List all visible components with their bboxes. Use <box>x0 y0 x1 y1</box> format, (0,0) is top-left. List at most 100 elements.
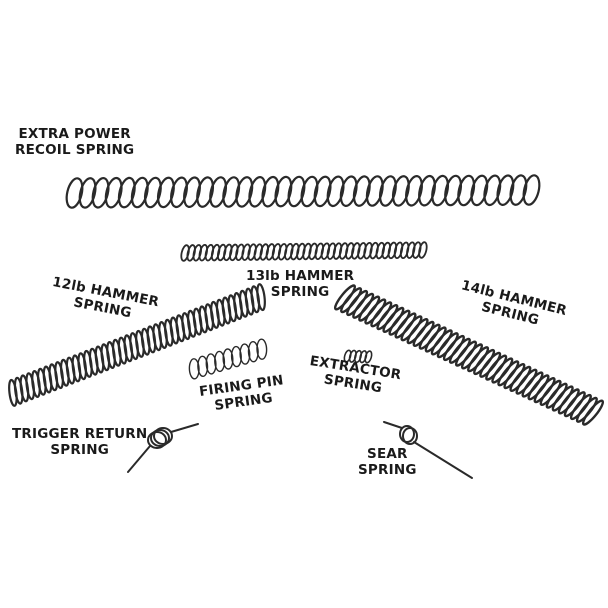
spring-coil <box>485 354 508 381</box>
spring-coil <box>521 371 544 398</box>
spring-coil <box>247 341 259 363</box>
spring-coil <box>256 283 266 312</box>
spring-coil <box>491 357 514 384</box>
spring-coil <box>509 365 532 393</box>
recoil-spring-label-line2: RECOIL SPRING <box>15 142 135 158</box>
spring-coil <box>261 175 280 208</box>
spring-coil <box>497 360 520 387</box>
spring-coil <box>569 393 592 421</box>
spring-coil <box>388 309 411 336</box>
spring-coil <box>581 399 605 426</box>
spring-coil <box>313 175 332 208</box>
spring-coil <box>326 175 345 208</box>
spring-coil <box>209 176 228 208</box>
spring-coil <box>214 350 226 373</box>
spring-coil <box>364 298 387 325</box>
recoil-spring-label-line1: EXTRA POWER <box>18 126 131 142</box>
spring-coil <box>431 174 450 207</box>
trigger-return-spring-image <box>127 423 199 473</box>
spring-coil <box>424 326 447 353</box>
spring-coil <box>503 362 526 390</box>
spring-coil <box>300 175 319 208</box>
spring-coil <box>382 306 405 334</box>
spring-coil <box>222 348 234 370</box>
spring-coil <box>78 177 97 209</box>
spring-coil <box>222 176 241 208</box>
extractor-spring-image <box>343 349 373 364</box>
spring-coil <box>239 343 251 365</box>
hammer-12lb-spring-image <box>8 283 266 407</box>
spring-coil <box>473 348 496 376</box>
spring-coil <box>197 355 209 377</box>
spring-coil <box>130 176 149 209</box>
spring-coil <box>563 391 586 418</box>
hammer-13lb-label: 13lb HAMMER SPRING <box>246 268 354 300</box>
recoil-spring-image <box>65 174 541 209</box>
spring-coil <box>406 317 429 345</box>
hammer-14lb-spring-image <box>333 284 605 426</box>
spring-coil <box>533 376 556 404</box>
spring-coil <box>442 334 465 362</box>
spring-coil <box>253 243 263 261</box>
spring-coil <box>527 374 550 401</box>
spring-coil <box>418 323 441 350</box>
spring-coil <box>345 242 355 260</box>
sear-label-line1: SEAR <box>367 446 408 462</box>
spring-coil <box>430 329 453 356</box>
spring-coil <box>454 340 478 367</box>
spring-coil <box>479 351 502 378</box>
sear-label-line2: SPRING <box>358 462 417 478</box>
spring-coil <box>364 350 373 364</box>
spring-coil <box>91 177 110 209</box>
spring-coil <box>376 303 399 331</box>
spring-coil <box>188 358 200 380</box>
spring-coil <box>509 174 528 206</box>
spring-coil <box>539 379 562 407</box>
spring-coil <box>235 176 254 208</box>
spring-coil <box>391 175 410 207</box>
spring-coil <box>104 176 123 209</box>
spring-coil <box>394 312 417 339</box>
spring-coil <box>436 332 459 359</box>
spring-coil <box>117 176 136 209</box>
spring-coil <box>448 337 471 364</box>
spring-coil <box>457 174 476 207</box>
spring-coil <box>496 174 515 206</box>
spring-coil <box>192 244 202 262</box>
firing-pin-spring-image <box>188 338 268 380</box>
spring-coil <box>418 241 428 259</box>
spring-coil <box>470 174 489 207</box>
spring-coil <box>183 176 201 208</box>
spring-coil <box>522 174 541 206</box>
trigger-return-label-line1: TRIGGER RETURN <box>12 426 148 442</box>
spring-coil <box>205 353 217 375</box>
spring-coil <box>358 295 381 322</box>
spring-coil <box>557 388 580 415</box>
spring-coil <box>223 243 233 262</box>
spring-coil <box>230 345 242 368</box>
spring-coil <box>156 176 175 209</box>
hammer-13lb-spring-image <box>180 241 428 262</box>
spring-coil <box>284 242 294 261</box>
spring-coil <box>551 385 574 412</box>
sear-label: SEAR SPRING <box>358 446 417 478</box>
spring-coil <box>287 175 306 208</box>
spring-coil <box>256 338 268 360</box>
spring-coil <box>412 320 435 348</box>
spring-coil <box>575 396 598 423</box>
spring-coil <box>170 176 188 209</box>
hammer-13lb-label-line2: SPRING <box>270 284 330 300</box>
sear-spring-image <box>383 421 473 479</box>
recoil-spring-label: EXTRA POWER RECOIL SPRING <box>15 126 134 158</box>
spring-coil <box>460 343 484 370</box>
spring-coil <box>320 242 331 260</box>
spring-coil <box>339 175 358 207</box>
spring-coil <box>241 243 251 261</box>
spring-coil <box>467 346 490 373</box>
spring-coil <box>352 292 375 319</box>
trigger-return-label: TRIGGER RETURN SPRING <box>12 426 147 458</box>
spring-coil <box>196 176 215 208</box>
spring-coil <box>365 175 384 207</box>
